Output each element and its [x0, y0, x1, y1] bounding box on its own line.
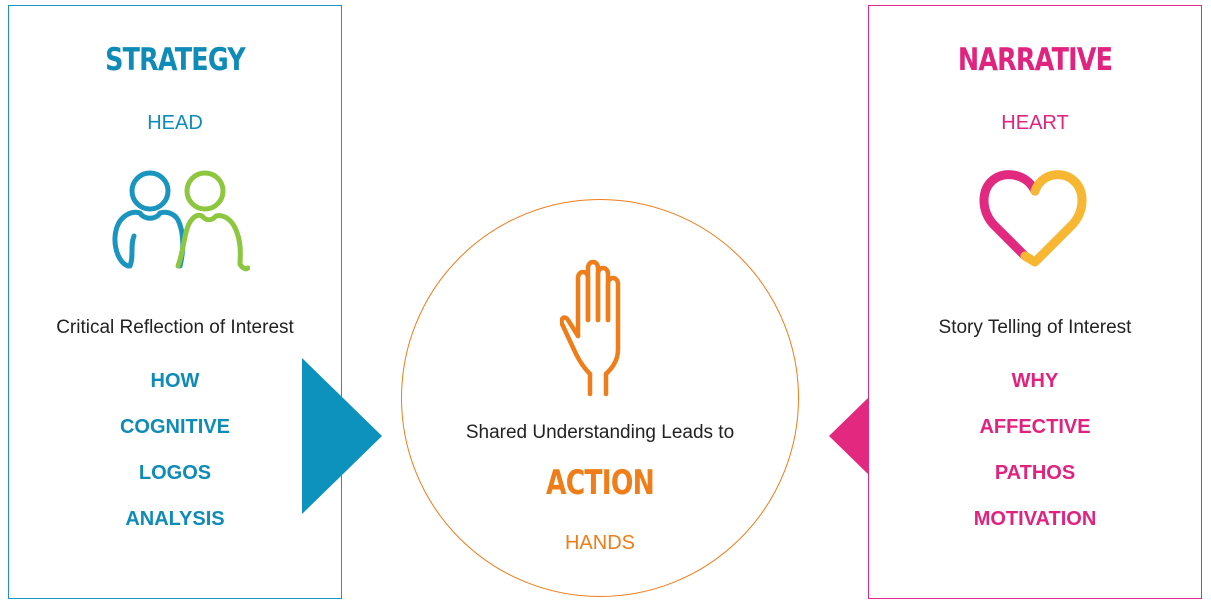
strategy-description: Critical Reflection of Interest [56, 317, 294, 338]
keyword-logos: LOGOS [138, 462, 212, 484]
keyword-why: WHY [1011, 370, 1059, 392]
two-people-icon [9, 166, 341, 276]
keyword-cognitive: COGNITIVE [119, 416, 230, 438]
narrative-description: Story Telling of Interest [938, 317, 1132, 338]
heart-icon [869, 166, 1201, 276]
action-description: Shared Understanding Leads to [465, 422, 735, 443]
keyword-how: HOW [150, 370, 200, 392]
strategy-keyword-list: HOW COGNITIVE LOGOS ANALYSIS [9, 370, 341, 554]
strategy-title: STRATEGY [105, 42, 246, 78]
keyword-pathos: PATHOS [994, 462, 1076, 484]
keyword-affective: AFFECTIVE [979, 416, 1091, 438]
keyword-motivation: MOTIVATION [973, 508, 1097, 530]
narrative-subtitle: HEART [1001, 112, 1069, 134]
narrative-keyword-list: WHY AFFECTIVE PATHOS MOTIVATION [869, 370, 1201, 554]
keyword-analysis: ANALYSIS [125, 508, 225, 530]
narrative-panel: NARRATIVE HEART Story Telling of Interes… [868, 5, 1202, 599]
action-circle: Shared Understanding Leads to ACTION HAN… [401, 199, 799, 597]
right-pointing-arrow [302, 358, 382, 514]
raised-hand-icon [402, 258, 798, 398]
strategy-panel: STRATEGY HEAD Critical Reflection of Int… [8, 5, 342, 599]
action-title: ACTION [545, 463, 655, 503]
narrative-title: NARRATIVE [957, 42, 1113, 78]
strategy-subtitle: HEAD [147, 112, 203, 134]
action-subtitle: HANDS [564, 532, 635, 554]
